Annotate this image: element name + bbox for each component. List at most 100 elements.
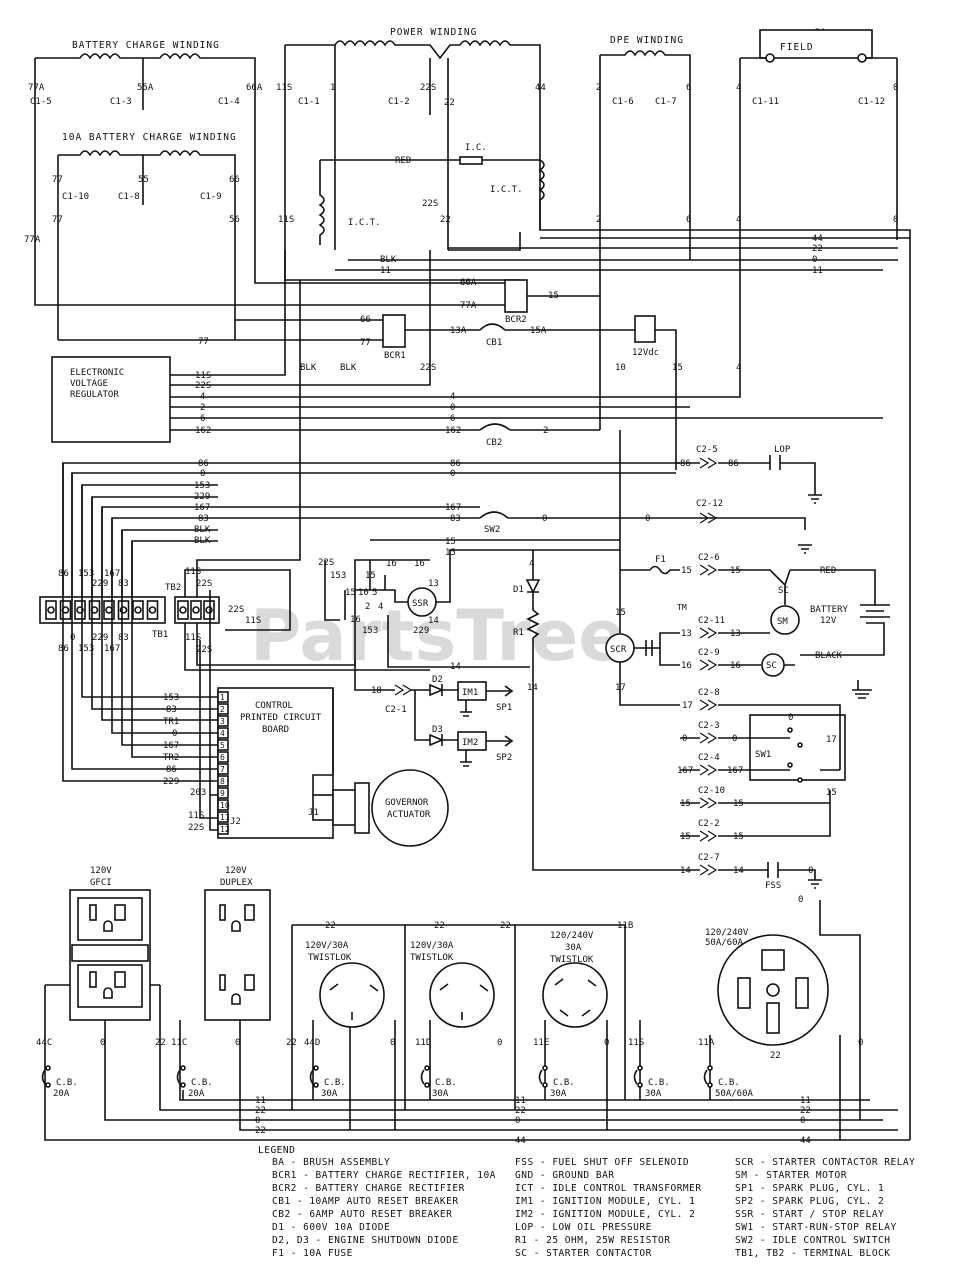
pcb-pin-number: 11 bbox=[220, 813, 230, 822]
pcb-pin-number: 5 bbox=[220, 741, 225, 750]
legend-entry: TB1, TB2 - TERMINAL BLOCK bbox=[735, 1248, 891, 1259]
svg-text:C1-2: C1-2 bbox=[388, 97, 410, 107]
legend-entry: IM2 - IGNITION MODULE, CYL. 2 bbox=[515, 1209, 695, 1220]
svg-text:4: 4 bbox=[736, 83, 741, 93]
svg-text:2: 2 bbox=[365, 602, 370, 612]
legend-entry: SW2 - IDLE CONTROL SWITCH bbox=[735, 1235, 891, 1246]
svg-text:229: 229 bbox=[92, 633, 108, 643]
bus-lines: 44 22 0 11 BLK 11 bbox=[284, 234, 910, 281]
svg-text:167: 167 bbox=[445, 503, 461, 513]
legend-entry: FSS - FUEL SHUT OFF SELENOID bbox=[515, 1157, 689, 1168]
svg-text:77A: 77A bbox=[460, 301, 477, 311]
svg-text:11S: 11S bbox=[278, 215, 294, 225]
svg-text:22: 22 bbox=[325, 921, 336, 931]
breaker-contact bbox=[637, 1065, 643, 1071]
svg-text:SSR: SSR bbox=[412, 599, 429, 609]
svg-text:C2-7: C2-7 bbox=[698, 853, 720, 863]
breaker-rating: 30A bbox=[432, 1089, 449, 1099]
svg-text:4: 4 bbox=[736, 215, 741, 225]
svg-text:10A BATTERY CHARGE WINDING: 10A BATTERY CHARGE WINDING bbox=[62, 132, 237, 143]
svg-text:0: 0 bbox=[450, 403, 455, 413]
breaker-rating: 30A bbox=[321, 1089, 338, 1099]
electronic-voltage-regulator: ELECTRONIC VOLTAGE REGULATOR 11S 22S 4 2… bbox=[51, 250, 883, 448]
svg-text:4: 4 bbox=[378, 602, 383, 612]
svg-text:0: 0 bbox=[497, 1038, 502, 1048]
svg-text:13: 13 bbox=[428, 579, 439, 589]
svg-text:229: 229 bbox=[163, 777, 179, 787]
svg-text:R1: R1 bbox=[513, 628, 524, 638]
svg-text:0: 0 bbox=[235, 1038, 240, 1048]
svg-text:SW1: SW1 bbox=[755, 750, 771, 760]
legend-entry: SC - STARTER CONTACTOR bbox=[515, 1248, 652, 1259]
svg-text:0: 0 bbox=[542, 514, 547, 524]
svg-text:J1: J1 bbox=[308, 808, 319, 818]
svg-text:CONTROL: CONTROL bbox=[255, 701, 293, 711]
pcb-pin-number: 6 bbox=[220, 753, 225, 762]
breaker-label: C.B. bbox=[191, 1078, 213, 1088]
svg-text:C1-12: C1-12 bbox=[858, 97, 885, 107]
svg-text:RED: RED bbox=[820, 566, 836, 576]
svg-text:16: 16 bbox=[730, 661, 741, 671]
svg-text:153: 153 bbox=[194, 481, 210, 491]
breaker-arc bbox=[633, 1069, 638, 1085]
svg-text:DPE WINDING: DPE WINDING bbox=[610, 35, 684, 46]
svg-text:4: 4 bbox=[529, 559, 534, 569]
ignition-modules: 18 C2-1 D2 IM1 SP1 D3 IM2 SP2 bbox=[354, 660, 514, 767]
svg-text:120V: 120V bbox=[90, 866, 112, 876]
svg-text:15: 15 bbox=[730, 566, 741, 576]
svg-text:66: 66 bbox=[229, 175, 240, 185]
svg-text:BLK: BLK bbox=[194, 536, 211, 546]
svg-text:16: 16 bbox=[414, 559, 425, 569]
svg-text:2: 2 bbox=[200, 403, 205, 413]
svg-text:GOVERNOR: GOVERNOR bbox=[385, 798, 429, 808]
svg-text:11S: 11S bbox=[188, 811, 204, 821]
svg-text:13: 13 bbox=[681, 629, 692, 639]
svg-text:22: 22 bbox=[255, 1106, 266, 1116]
svg-text:15: 15 bbox=[445, 537, 456, 547]
harness-lines: 86 0 153 229 167 83 BLK BLK 86 0 167 83 … bbox=[62, 459, 806, 595]
svg-text:SC: SC bbox=[778, 586, 789, 596]
idle-control-transformer: I.C.T. I.C. I.C.T. RED bbox=[318, 143, 911, 1140]
svg-text:77: 77 bbox=[52, 175, 63, 185]
field-winding: BA FIELD 4 0 C1-11 C1-12 4 0 bbox=[736, 28, 898, 370]
svg-text:77: 77 bbox=[198, 337, 209, 347]
svg-text:229: 229 bbox=[92, 579, 108, 589]
svg-text:C1-9: C1-9 bbox=[200, 192, 222, 202]
svg-text:0: 0 bbox=[808, 866, 813, 876]
legend-entry: SP2 - SPARK PLUG, CYL. 2 bbox=[735, 1196, 884, 1207]
svg-text:2: 2 bbox=[543, 426, 548, 436]
svg-text:6: 6 bbox=[450, 414, 455, 424]
svg-text:C2-1: C2-1 bbox=[385, 705, 407, 715]
svg-text:BCR1: BCR1 bbox=[384, 351, 406, 361]
breaker-label: C.B. bbox=[553, 1078, 575, 1088]
svg-text:120/240V: 120/240V bbox=[705, 928, 749, 938]
svg-text:22S: 22S bbox=[195, 381, 211, 391]
svg-text:55: 55 bbox=[138, 175, 149, 185]
breaker-contact bbox=[424, 1082, 430, 1088]
svg-text:14: 14 bbox=[450, 662, 461, 672]
svg-text:C2-9: C2-9 bbox=[698, 648, 720, 658]
legend-entry: LOP - LOW OIL PRESSURE bbox=[515, 1222, 652, 1233]
svg-text:0: 0 bbox=[812, 255, 817, 265]
svg-text:22S: 22S bbox=[188, 823, 204, 833]
svg-text:C2-12: C2-12 bbox=[696, 499, 723, 509]
svg-text:6: 6 bbox=[200, 414, 205, 424]
svg-text:TB1: TB1 bbox=[152, 630, 168, 640]
svg-text:LEGEND: LEGEND bbox=[258, 1145, 295, 1156]
svg-text:56: 56 bbox=[229, 215, 240, 225]
svg-text:FIELD: FIELD bbox=[780, 42, 814, 53]
svg-text:120V/30A: 120V/30A bbox=[305, 941, 349, 951]
breaker-contact bbox=[45, 1065, 51, 1071]
svg-text:TWISTLOK: TWISTLOK bbox=[308, 953, 352, 963]
svg-text:10: 10 bbox=[615, 363, 626, 373]
svg-text:15: 15 bbox=[345, 588, 356, 598]
svg-text:BLACK: BLACK bbox=[815, 651, 843, 661]
svg-text:0: 0 bbox=[515, 1116, 520, 1126]
breaker-contact bbox=[313, 1082, 319, 1088]
svg-text:C1-11: C1-11 bbox=[752, 97, 779, 107]
svg-text:16: 16 bbox=[681, 661, 692, 671]
svg-text:22: 22 bbox=[255, 1126, 266, 1136]
